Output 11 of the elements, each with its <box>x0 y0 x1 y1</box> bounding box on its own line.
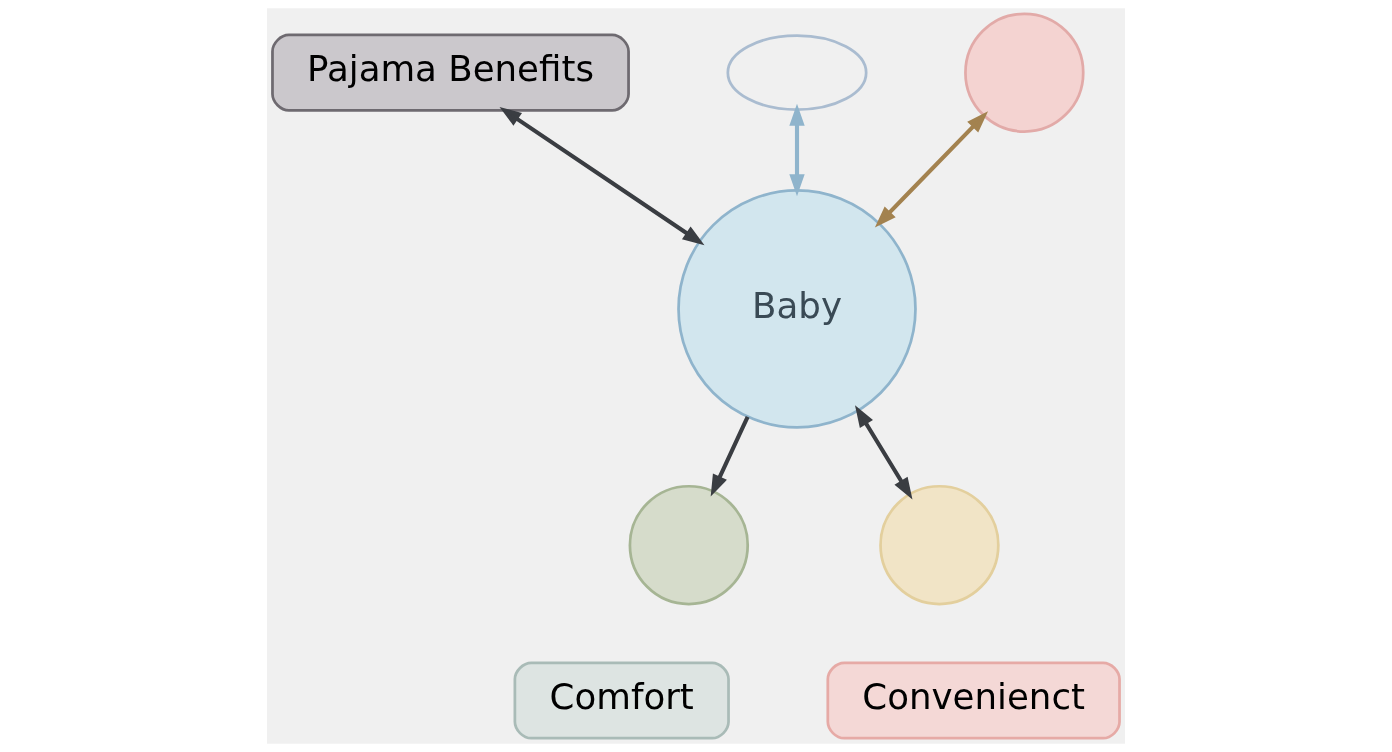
node-box: Pajama Benefits <box>271 33 630 112</box>
node-box: Comfort <box>513 661 730 740</box>
node-circle <box>628 484 750 606</box>
arrow <box>710 415 750 497</box>
node-cloud <box>726 34 868 111</box>
node-circle <box>879 484 1000 606</box>
arrow <box>499 107 705 246</box>
arrow <box>789 103 805 197</box>
node-box: Convenienct <box>826 661 1121 740</box>
arrow <box>855 405 913 500</box>
arrow <box>874 111 989 228</box>
